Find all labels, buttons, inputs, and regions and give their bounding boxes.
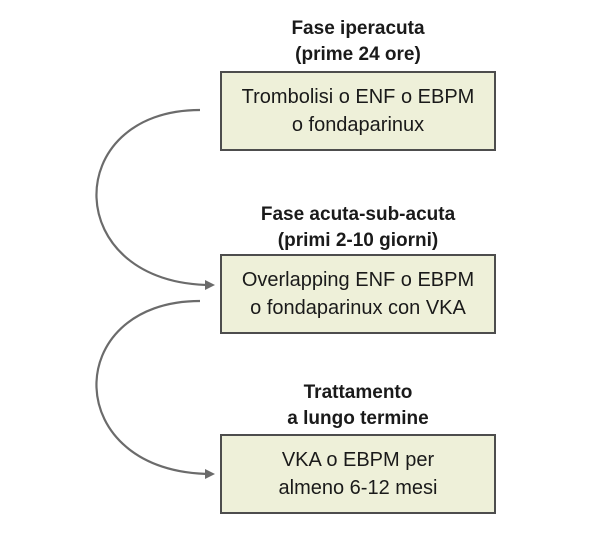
phase-title-long-term: Trattamento a lungo termine	[220, 380, 496, 432]
phase-box-line: o fondaparinux	[291, 114, 425, 136]
phase-box-line: Trombolisi o ENF o EBPM	[241, 86, 475, 108]
phase-title-line: Fase acuta-sub-acuta	[260, 204, 456, 225]
phase-box-hyperacute: Trombolisi o ENF o EBPM o fondaparinux	[220, 71, 496, 151]
arrow-phase1-to-phase2	[95, 108, 215, 290]
arrow-phase2-to-phase3	[95, 299, 215, 479]
phase-title-line: Fase iperacuta	[291, 18, 425, 39]
phase-title-acute-subacute: Fase acuta-sub-acuta (primi 2-10 giorni)	[220, 202, 496, 254]
phase-title-line: (prime 24 ore)	[295, 44, 421, 65]
phase-box-line: VKA o EBPM per	[281, 449, 435, 471]
phase-title-hyperacute: Fase iperacuta (prime 24 ore)	[220, 16, 496, 68]
phase-box-line: o fondaparinux con VKA	[250, 297, 466, 319]
phase-title-line: Trattamento	[303, 382, 413, 403]
phase-title-line: (primi 2-10 giorni)	[277, 230, 439, 251]
phase-box-acute-subacute: Overlapping ENF o EBPM o fondaparinux co…	[220, 254, 496, 334]
phase-box-line: Overlapping ENF o EBPM	[241, 269, 475, 291]
phase-box-line: almeno 6-12 mesi	[278, 477, 438, 499]
phase-box-long-term: VKA o EBPM per almeno 6-12 mesi	[220, 434, 496, 514]
phase-title-line: a lungo termine	[287, 408, 429, 429]
